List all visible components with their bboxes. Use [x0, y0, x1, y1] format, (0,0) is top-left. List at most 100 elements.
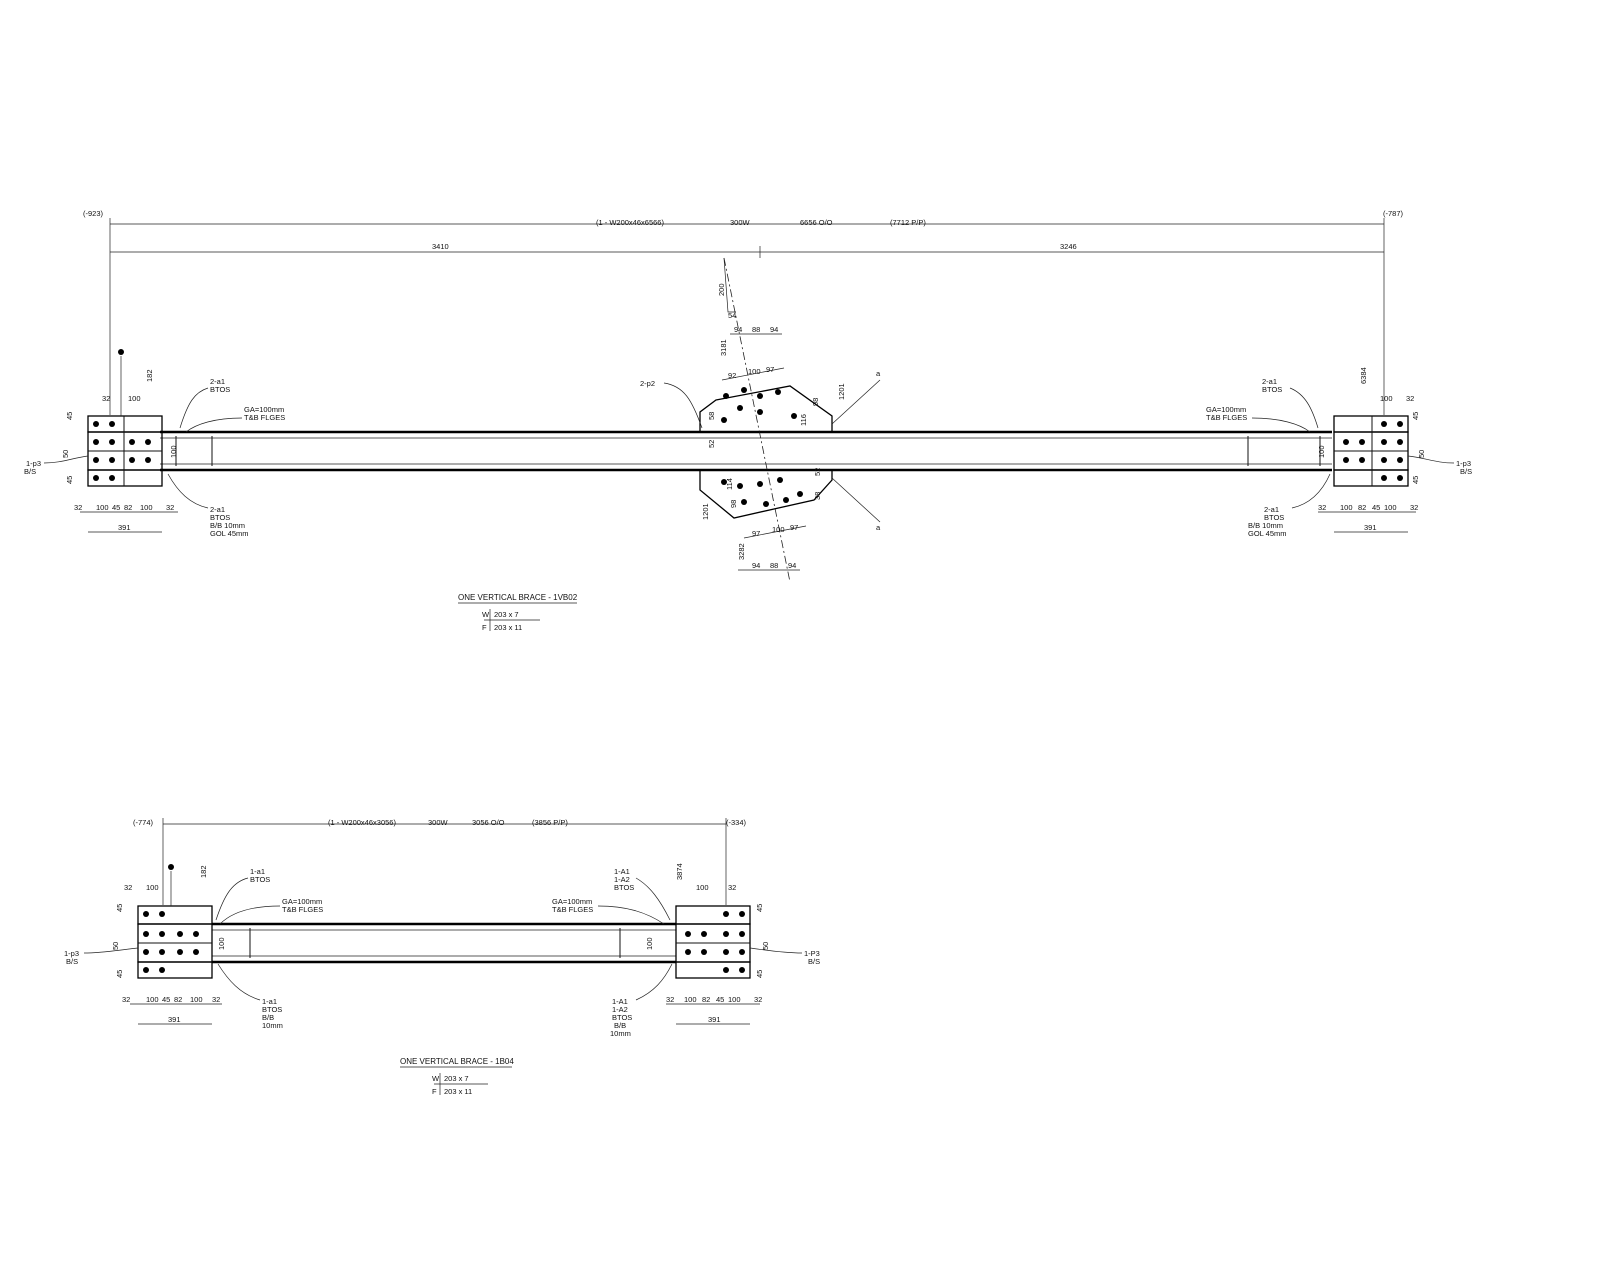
svg-text:GA=100mm: GA=100mm — [244, 405, 284, 414]
svg-text:B/B 10mm: B/B 10mm — [1248, 521, 1283, 530]
svg-text:182: 182 — [145, 369, 154, 382]
svg-text:100: 100 — [128, 394, 141, 403]
svg-text:50: 50 — [1417, 450, 1426, 458]
svg-text:391: 391 — [168, 1015, 181, 1024]
brace-1b04: (-774) (1 - W200x46x3056) 300W 3056 O/O … — [64, 818, 820, 1096]
svg-text:32: 32 — [1318, 503, 1326, 512]
svg-text:32: 32 — [166, 503, 174, 512]
svg-text:45: 45 — [755, 970, 764, 978]
svg-text:T&B FLGES: T&B FLGES — [282, 905, 323, 914]
svg-text:100: 100 — [96, 503, 109, 512]
top-dim-left: 3410 — [432, 242, 449, 251]
svg-text:100: 100 — [696, 883, 709, 892]
svg-text:100: 100 — [140, 503, 153, 512]
svg-text:100: 100 — [728, 995, 741, 1004]
svg-text:45: 45 — [1411, 412, 1420, 420]
svg-text:32: 32 — [728, 883, 736, 892]
svg-text:B/S: B/S — [24, 467, 36, 476]
svg-text:1-a1: 1-a1 — [250, 867, 265, 876]
svg-text:182: 182 — [199, 865, 208, 878]
svg-text:BTOS: BTOS — [262, 1005, 282, 1014]
svg-text:200: 200 — [717, 283, 726, 296]
top-flange-size: 203 x 11 — [494, 623, 522, 632]
svg-text:B/B 10mm: B/B 10mm — [210, 521, 245, 530]
svg-text:B/S: B/S — [808, 957, 820, 966]
svg-text:1-p3: 1-p3 — [1456, 459, 1471, 468]
svg-text:97: 97 — [752, 529, 760, 538]
svg-text:100: 100 — [1384, 503, 1397, 512]
svg-text:BTOS: BTOS — [614, 883, 634, 892]
svg-text:2-a1: 2-a1 — [1262, 377, 1277, 386]
top-dim-right: 3246 — [1060, 242, 1077, 251]
bottom-flange-size: 203 x 11 — [444, 1087, 472, 1096]
svg-text:2-p2: 2-p2 — [640, 379, 655, 388]
svg-text:32: 32 — [212, 995, 220, 1004]
bottom-member-designation: (1 - W200x46x3056) — [328, 818, 396, 827]
svg-text:GA=100mm: GA=100mm — [282, 897, 322, 906]
svg-text:B/B: B/B — [262, 1013, 274, 1022]
svg-text:100: 100 — [748, 367, 761, 376]
svg-text:1-A1: 1-A1 — [614, 867, 630, 876]
svg-text:32: 32 — [124, 883, 132, 892]
svg-text:B/S: B/S — [66, 957, 78, 966]
bottom-left-work-point-icon — [168, 864, 174, 870]
top-right-connection: 100 32 6384 45 45 50 100 2-a1 BTOS GA=10… — [1206, 367, 1472, 538]
svg-text:32: 32 — [666, 995, 674, 1004]
svg-text:100: 100 — [146, 883, 159, 892]
svg-text:a: a — [876, 523, 881, 532]
svg-text:10mm: 10mm — [610, 1029, 631, 1038]
svg-text:32: 32 — [1410, 503, 1418, 512]
svg-text:391: 391 — [118, 523, 131, 532]
svg-text:82: 82 — [174, 995, 182, 1004]
svg-text:GOL 45mm: GOL 45mm — [1248, 529, 1286, 538]
svg-text:T&B FLGES: T&B FLGES — [244, 413, 285, 422]
svg-text:45: 45 — [112, 503, 120, 512]
svg-text:T&B FLGES: T&B FLGES — [552, 905, 593, 914]
svg-text:50: 50 — [761, 942, 770, 950]
svg-text:100: 100 — [684, 995, 697, 1004]
svg-text:W: W — [432, 1074, 440, 1083]
svg-text:BTOS: BTOS — [1264, 513, 1284, 522]
svg-text:50: 50 — [61, 450, 70, 458]
svg-text:58: 58 — [707, 412, 716, 420]
svg-text:100: 100 — [190, 995, 203, 1004]
svg-text:50: 50 — [111, 942, 120, 950]
svg-text:1-A2: 1-A2 — [612, 1005, 628, 1014]
svg-text:98: 98 — [729, 500, 738, 508]
svg-text:38: 38 — [813, 492, 822, 500]
svg-text:45: 45 — [162, 995, 170, 1004]
svg-text:32: 32 — [1406, 394, 1414, 403]
svg-text:100: 100 — [217, 937, 226, 950]
svg-text:1-p3: 1-p3 — [26, 459, 41, 468]
svg-text:391: 391 — [708, 1015, 721, 1024]
svg-text:100: 100 — [1340, 503, 1353, 512]
svg-text:32: 32 — [102, 394, 110, 403]
svg-text:100: 100 — [146, 995, 159, 1004]
bottom-oo-length: 3056 O/O — [472, 818, 505, 827]
svg-text:F: F — [482, 623, 487, 632]
bottom-left-elevation: (-774) — [133, 818, 154, 827]
svg-text:3181: 3181 — [719, 339, 728, 356]
svg-text:B/S: B/S — [1460, 467, 1472, 476]
svg-text:BTOS: BTOS — [612, 1013, 632, 1022]
svg-text:88: 88 — [770, 561, 778, 570]
svg-text:45: 45 — [65, 412, 74, 420]
svg-text:100: 100 — [772, 525, 785, 534]
svg-text:54: 54 — [728, 311, 736, 320]
svg-text:82: 82 — [1358, 503, 1366, 512]
svg-text:100: 100 — [169, 445, 178, 458]
svg-text:3282: 3282 — [737, 543, 746, 560]
svg-text:32: 32 — [122, 995, 130, 1004]
bottom-title: ONE VERTICAL BRACE - 1B04 — [400, 1057, 514, 1066]
svg-text:GA=100mm: GA=100mm — [552, 897, 592, 906]
svg-text:100: 100 — [645, 937, 654, 950]
bottom-grade: 300W — [428, 818, 449, 827]
svg-text:94: 94 — [734, 325, 742, 334]
svg-text:97: 97 — [790, 523, 798, 532]
svg-text:1-a1: 1-a1 — [262, 997, 277, 1006]
svg-text:6384: 6384 — [1359, 367, 1368, 384]
svg-text:94: 94 — [752, 561, 760, 570]
top-oo-length: 6656 O/O — [800, 218, 833, 227]
bottom-right-elevation: (-334) — [726, 818, 747, 827]
brace-1vb02: (-923) (1 - W200x46x6566) 300W 6656 O/O … — [24, 209, 1472, 632]
